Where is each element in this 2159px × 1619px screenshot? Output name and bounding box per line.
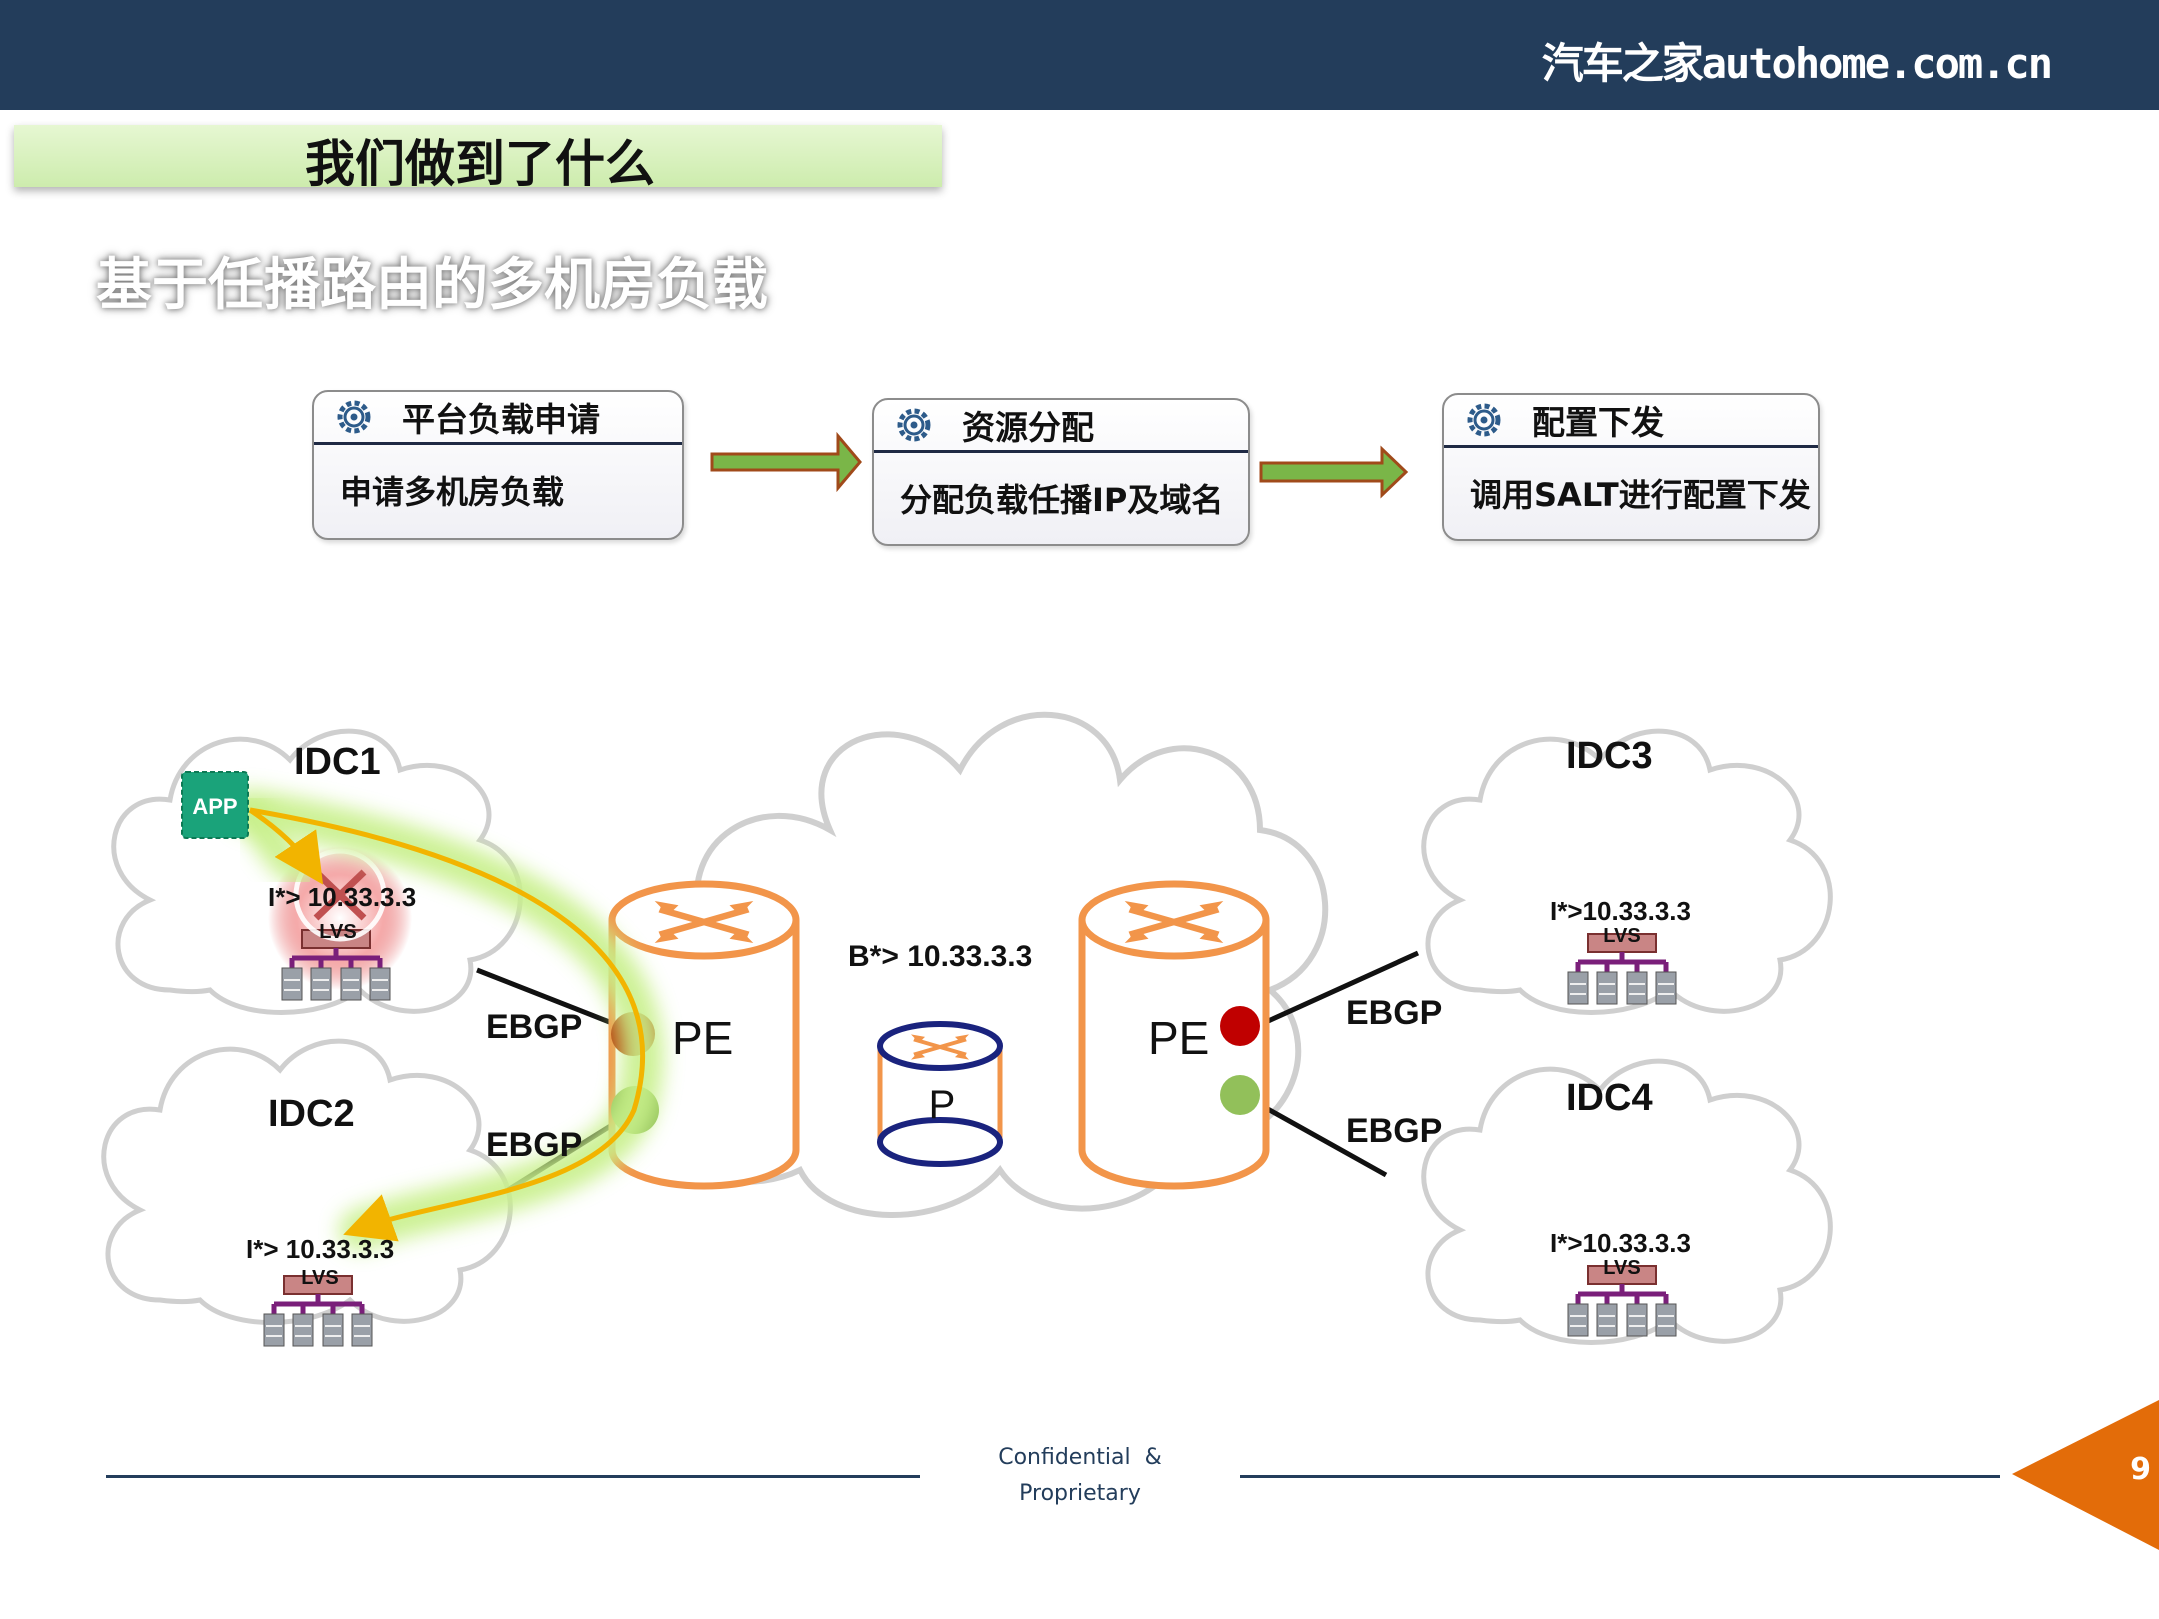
- core-route: B*> 10.33.3.3: [848, 940, 1032, 973]
- pe-router-left: [608, 880, 800, 1190]
- idc3-route: I*>10.33.3.3: [1550, 896, 1691, 926]
- app-label: APP: [192, 794, 237, 819]
- ebgp-label-4: EBGP: [1346, 1112, 1442, 1150]
- idc2-label: IDC2: [268, 1093, 355, 1135]
- footer-confidential: Confidential & Proprietary: [990, 1440, 1170, 1512]
- gear-icon: [337, 400, 371, 434]
- p-router: [877, 1021, 1003, 1167]
- pe-right-label: PE: [1148, 1012, 1209, 1064]
- step-header: 平台负载申请: [314, 392, 682, 445]
- pe-left-label: PE: [672, 1012, 733, 1064]
- page-title: 我们做到了什么: [305, 135, 655, 193]
- pe-right-port-green: [1220, 1075, 1260, 1115]
- idc3-label: IDC3: [1566, 735, 1653, 777]
- idc1-label: IDC1: [294, 741, 381, 783]
- ebgp-label-2: EBGP: [486, 1126, 582, 1164]
- step-resource-allocation: 资源分配 分配负载任播IP及域名: [872, 398, 1250, 546]
- page-number: 9: [2130, 1452, 2151, 1487]
- ebgp-label-3: EBGP: [1346, 994, 1442, 1032]
- link-pe-idc4: [1264, 1105, 1388, 1178]
- traffic-path-failed-branch: [248, 807, 324, 885]
- ebgp-label-1: EBGP: [486, 1008, 582, 1046]
- idc4-label: IDC4: [1566, 1077, 1653, 1119]
- step-title: 平台负载申请: [402, 400, 600, 439]
- gear-icon: [897, 408, 931, 442]
- idc4-lvs-label: LVS: [1603, 1257, 1640, 1279]
- idc3-cloud: [1421, 728, 1833, 1015]
- idc1-failure-x-icon: [293, 848, 387, 942]
- link-idc1-pe: [476, 967, 613, 1026]
- footer-line1: Confidential &: [998, 1445, 1162, 1470]
- footer-line2: Proprietary: [1019, 1481, 1141, 1506]
- header-bar: 汽车之家autohome.com.cn: [0, 0, 2159, 110]
- title-banner: [14, 125, 942, 187]
- step-description: 分配负载任播IP及域名: [900, 481, 1224, 519]
- footer-line-right: [1240, 1475, 2000, 1478]
- step-config-deploy: 配置下发 调用SALT进行配置下发: [1442, 393, 1820, 541]
- step-title: 资源分配: [962, 408, 1094, 447]
- idc4-route: I*>10.33.3.3: [1550, 1228, 1691, 1258]
- page-subtitle: 基于任播路由的多机房负载: [96, 253, 768, 318]
- autohome-logo: 汽车之家autohome.com.cn: [1541, 39, 2053, 88]
- step-description: 申请多机房负载: [340, 473, 565, 511]
- step-platform-request: 平台负载申请 申请多机房负载: [312, 390, 684, 540]
- step-description: 调用SALT进行配置下发: [1470, 476, 1811, 514]
- idc3-lvs-label: LVS: [1603, 925, 1640, 947]
- link-pe-idc3: [1264, 950, 1420, 1025]
- page-number-triangle: [2012, 1400, 2159, 1550]
- pe-router-right: [1078, 880, 1270, 1190]
- idc2-route: I*> 10.33.3.3: [246, 1234, 394, 1264]
- step-arrow-2: [1259, 445, 1409, 499]
- traffic-path: [249, 807, 646, 1242]
- pe-right-port-red: [1220, 1006, 1260, 1046]
- idc1-route: I*> 10.33.3.3: [268, 882, 416, 912]
- p-label: P: [929, 1083, 956, 1127]
- step-header: 资源分配: [874, 400, 1248, 453]
- gear-icon: [1467, 403, 1501, 437]
- app-chip: APP: [181, 771, 249, 839]
- step-title: 配置下发: [1532, 403, 1664, 442]
- idc4-cloud: [1421, 1058, 1833, 1345]
- idc2-lvs-label: LVS: [301, 1267, 338, 1289]
- idc1-lvs-label: LVS: [319, 921, 356, 943]
- step-header: 配置下发: [1444, 395, 1818, 448]
- step-arrow-1: [710, 431, 862, 493]
- footer-line-left: [106, 1475, 920, 1478]
